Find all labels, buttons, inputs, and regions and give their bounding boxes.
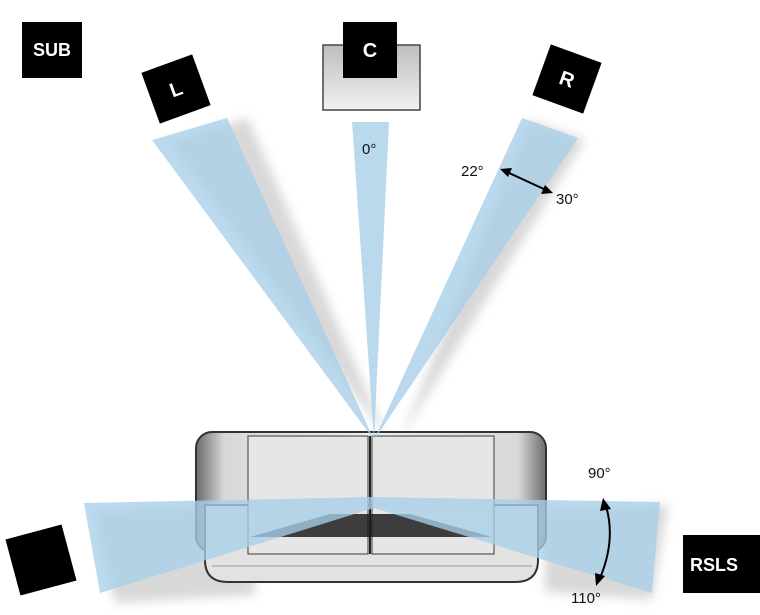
angle-surround-min-label: 90°	[588, 465, 611, 482]
speaker-right-surround: RSLS	[683, 535, 760, 593]
speaker-left: L	[141, 54, 211, 124]
speaker-center: C	[322, 22, 421, 111]
speaker-left-surround	[5, 524, 77, 596]
front-angle-arrow	[500, 168, 553, 194]
angle-surround-max-label: 110°	[571, 590, 601, 607]
angle-front-min-label: 22°	[461, 163, 484, 180]
beam-left	[152, 118, 374, 440]
beam-center	[352, 122, 389, 440]
beam-right-surround	[374, 497, 660, 593]
speaker-right-surround-label: RSLS	[690, 555, 738, 575]
speaker-sub: SUB	[22, 22, 82, 78]
beam-right	[374, 118, 578, 440]
surround-angle-arrow	[595, 498, 611, 586]
speaker-sub-label: SUB	[33, 40, 71, 60]
beam-layer	[84, 118, 660, 593]
speaker-right: R	[532, 44, 602, 114]
speaker-center-label: C	[363, 40, 377, 62]
angle-center-label: 0°	[362, 141, 376, 158]
beam-left-surround	[84, 497, 374, 593]
angle-front-max-label: 30°	[556, 191, 579, 208]
sofa	[195, 431, 547, 583]
